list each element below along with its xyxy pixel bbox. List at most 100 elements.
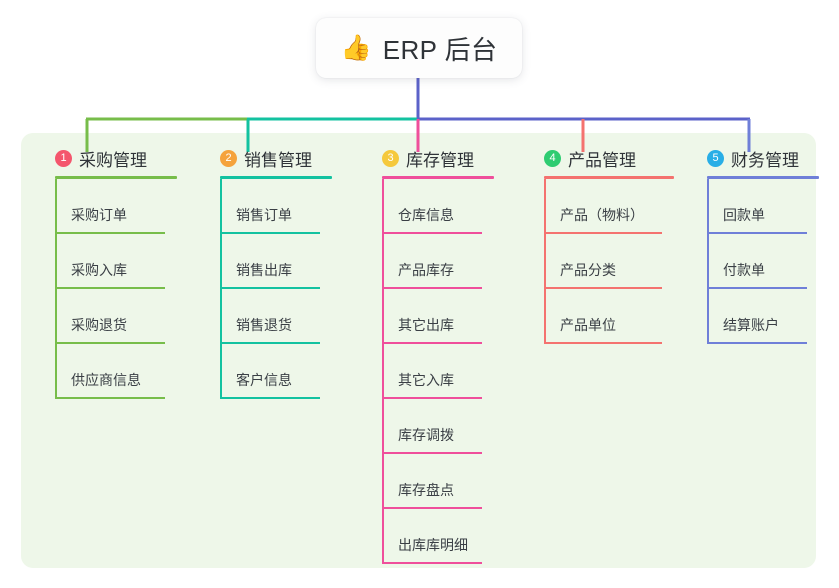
module-item-list: 回款单付款单结算账户 (690, 179, 839, 344)
module-item-underline (220, 287, 320, 289)
module-title: 销售管理 (244, 150, 312, 170)
module-item-list: 采购订单采购入库采购退货供应商信息 (38, 179, 188, 399)
module-item[interactable]: 出库库明细 (365, 509, 515, 564)
module-item[interactable]: 产品分类 (527, 234, 687, 289)
module-item[interactable]: 仓库信息 (365, 179, 515, 234)
module-header-2[interactable]: 2 销售管理 (203, 146, 353, 170)
thumbs-up-icon: 👍 (340, 33, 372, 62)
module-item-underline (220, 232, 320, 234)
module-item-underline (382, 232, 482, 234)
module-column-1: 1 采购管理采购订单采购入库采购退货供应商信息 (38, 146, 188, 399)
module-spine (544, 179, 546, 344)
module-item[interactable]: 销售退货 (203, 289, 353, 344)
module-header-5[interactable]: 5 财务管理 (690, 146, 839, 170)
module-item[interactable]: 销售出库 (203, 234, 353, 289)
module-item[interactable]: 产品（物料） (527, 179, 687, 234)
module-item[interactable]: 供应商信息 (38, 344, 188, 399)
module-item-label: 库存盘点 (398, 482, 454, 498)
module-item-underline (382, 287, 482, 289)
module-title: 库存管理 (406, 150, 474, 170)
module-item-list: 产品（物料） 产品分类产品单位 (527, 179, 687, 344)
module-item[interactable]: 产品单位 (527, 289, 687, 344)
module-item-label: 其它入库 (398, 372, 454, 388)
module-title: 财务管理 (731, 150, 799, 170)
module-item[interactable]: 销售订单 (203, 179, 353, 234)
module-item[interactable]: 回款单 (690, 179, 839, 234)
module-item[interactable]: 产品库存 (365, 234, 515, 289)
module-item[interactable]: 采购订单 (38, 179, 188, 234)
module-item[interactable]: 结算账户 (690, 289, 839, 344)
module-item-underline (382, 342, 482, 344)
module-title: 采购管理 (79, 150, 147, 170)
module-item[interactable]: 库存盘点 (365, 454, 515, 509)
module-item[interactable]: 库存调拨 (365, 399, 515, 454)
module-item-underline (544, 287, 662, 289)
module-header-underline (382, 176, 494, 179)
module-header-4[interactable]: 4 产品管理 (527, 146, 687, 170)
module-header-underline (707, 176, 819, 179)
module-item-label: 库存调拨 (398, 427, 454, 443)
module-item-label: 其它出库 (398, 317, 454, 333)
module-item-label: 仓库信息 (398, 207, 454, 223)
module-item-label: 回款单 (723, 207, 765, 223)
root-title: ERP 后台 (382, 34, 498, 65)
module-column-5: 5 财务管理回款单付款单结算账户 (690, 146, 839, 344)
module-header-3[interactable]: 3 库存管理 (365, 146, 515, 170)
module-item-underline (707, 232, 807, 234)
module-item-label: 产品分类 (560, 262, 616, 278)
module-item[interactable]: 付款单 (690, 234, 839, 289)
module-header-underline (55, 176, 177, 179)
module-number-badge: 1 (55, 149, 72, 167)
module-item-underline (382, 507, 482, 509)
module-item-label: 采购订单 (71, 207, 127, 223)
module-item-underline (382, 452, 482, 454)
module-item[interactable]: 采购退货 (38, 289, 188, 344)
module-item-underline (55, 232, 165, 234)
module-item-underline (707, 342, 807, 344)
module-item-underline (544, 232, 662, 234)
module-header-underline (544, 176, 674, 179)
module-number-badge: 3 (382, 149, 399, 167)
module-item-label: 采购入库 (71, 262, 127, 278)
module-column-3: 3 库存管理仓库信息产品库存其它出库其它入库库存调拨库存盘点出库库明细 (365, 146, 515, 564)
module-spine (55, 179, 57, 399)
module-item[interactable]: 其它出库 (365, 289, 515, 344)
module-item[interactable]: 其它入库 (365, 344, 515, 399)
modules-panel (21, 133, 816, 568)
module-item-list: 仓库信息产品库存其它出库其它入库库存调拨库存盘点出库库明细 (365, 179, 515, 564)
module-number-badge: 5 (707, 149, 724, 167)
module-item-label: 出库库明细 (398, 537, 468, 553)
module-item-underline (707, 287, 807, 289)
module-item-label: 销售出库 (236, 262, 292, 278)
module-item[interactable]: 客户信息 (203, 344, 353, 399)
module-item-underline (382, 562, 482, 564)
module-item-label: 销售退货 (236, 317, 292, 333)
module-item-label: 产品库存 (398, 262, 454, 278)
module-title: 产品管理 (568, 150, 636, 170)
module-item[interactable]: 采购入库 (38, 234, 188, 289)
module-item-underline (382, 397, 482, 399)
module-item-underline (544, 342, 662, 344)
module-header-underline (220, 176, 332, 179)
module-spine (707, 179, 709, 344)
module-spine (382, 179, 384, 564)
module-spine (220, 179, 222, 399)
module-item-label: 结算账户 (723, 317, 779, 333)
module-item-label: 产品（物料） (560, 207, 644, 223)
module-item-label: 付款单 (723, 262, 765, 278)
module-item-label: 供应商信息 (71, 372, 141, 388)
module-item-underline (55, 342, 165, 344)
module-column-2: 2 销售管理销售订单销售出库销售退货客户信息 (203, 146, 353, 399)
module-number-badge: 4 (544, 149, 561, 167)
root-node-erp-backend[interactable]: 👍 ERP 后台 (316, 18, 522, 78)
module-item-label: 销售订单 (236, 207, 292, 223)
module-item-underline (55, 397, 165, 399)
module-number-badge: 2 (220, 149, 237, 167)
module-item-label: 采购退货 (71, 317, 127, 333)
module-header-1[interactable]: 1 采购管理 (38, 146, 188, 170)
module-item-list: 销售订单销售出库销售退货客户信息 (203, 179, 353, 399)
module-item-label: 客户信息 (236, 372, 292, 388)
module-item-underline (220, 342, 320, 344)
module-item-underline (220, 397, 320, 399)
